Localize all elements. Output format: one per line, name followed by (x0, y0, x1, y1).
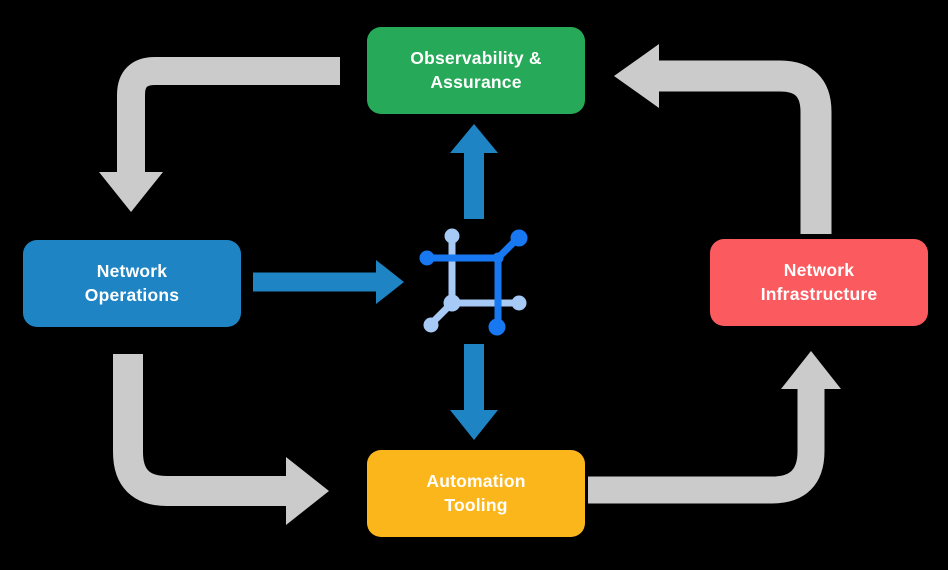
node-label-line: Infrastructure (760, 283, 878, 304)
arrow-head-down-icon (99, 172, 163, 212)
node-network-operations: Network Operations (23, 240, 241, 327)
arrow-shaft (117, 57, 340, 174)
network-hub-icon-light (423, 228, 527, 333)
arrow-head-right-icon (286, 457, 329, 525)
arrow-hub-to-tooling (450, 344, 498, 440)
arrow-infrastructure-to-observability (614, 44, 832, 234)
node-label-line: Operations (84, 284, 180, 305)
node-label-line: Automation (426, 471, 526, 492)
arrow-head-down-icon (450, 410, 498, 440)
arrow-shaft (658, 60, 832, 234)
network-hub-icon-dark (419, 229, 528, 336)
icon-dot (444, 228, 460, 244)
icon-dot (419, 250, 435, 266)
node-label-line: Network (783, 260, 855, 281)
arrow-operations-to-tooling (113, 354, 329, 525)
icon-dot (492, 252, 504, 264)
node-observability-assurance: Observability & Assurance (367, 27, 585, 114)
icon-dot (511, 295, 527, 311)
node-label-line: Tooling (444, 494, 508, 515)
icon-dot (443, 294, 461, 312)
node-label-line: Observability & (410, 48, 542, 69)
arrow-head-up-icon (781, 351, 841, 389)
arrow-tooling-to-infrastructure (588, 351, 841, 504)
icon-dot (488, 318, 506, 336)
node-automation-tooling: Automation Tooling (367, 450, 585, 537)
arrow-observability-to-operations (99, 57, 340, 212)
node-label-line: Assurance (430, 71, 522, 92)
arrow-hub-to-observability (450, 124, 498, 219)
node-label-line: Network (96, 261, 168, 282)
icon-dot (423, 317, 439, 333)
arrow-head-up-icon (450, 124, 498, 153)
arrow-shaft (113, 354, 287, 506)
arrow-shaft (588, 388, 825, 504)
arrow-operations-to-hub (253, 260, 404, 304)
node-network-infrastructure: Network Infrastructure (710, 239, 928, 326)
network-hub-icon (419, 228, 528, 336)
arrow-head-left-icon (614, 44, 659, 108)
arrow-head-right-icon (376, 260, 404, 304)
icon-dot (510, 229, 528, 247)
